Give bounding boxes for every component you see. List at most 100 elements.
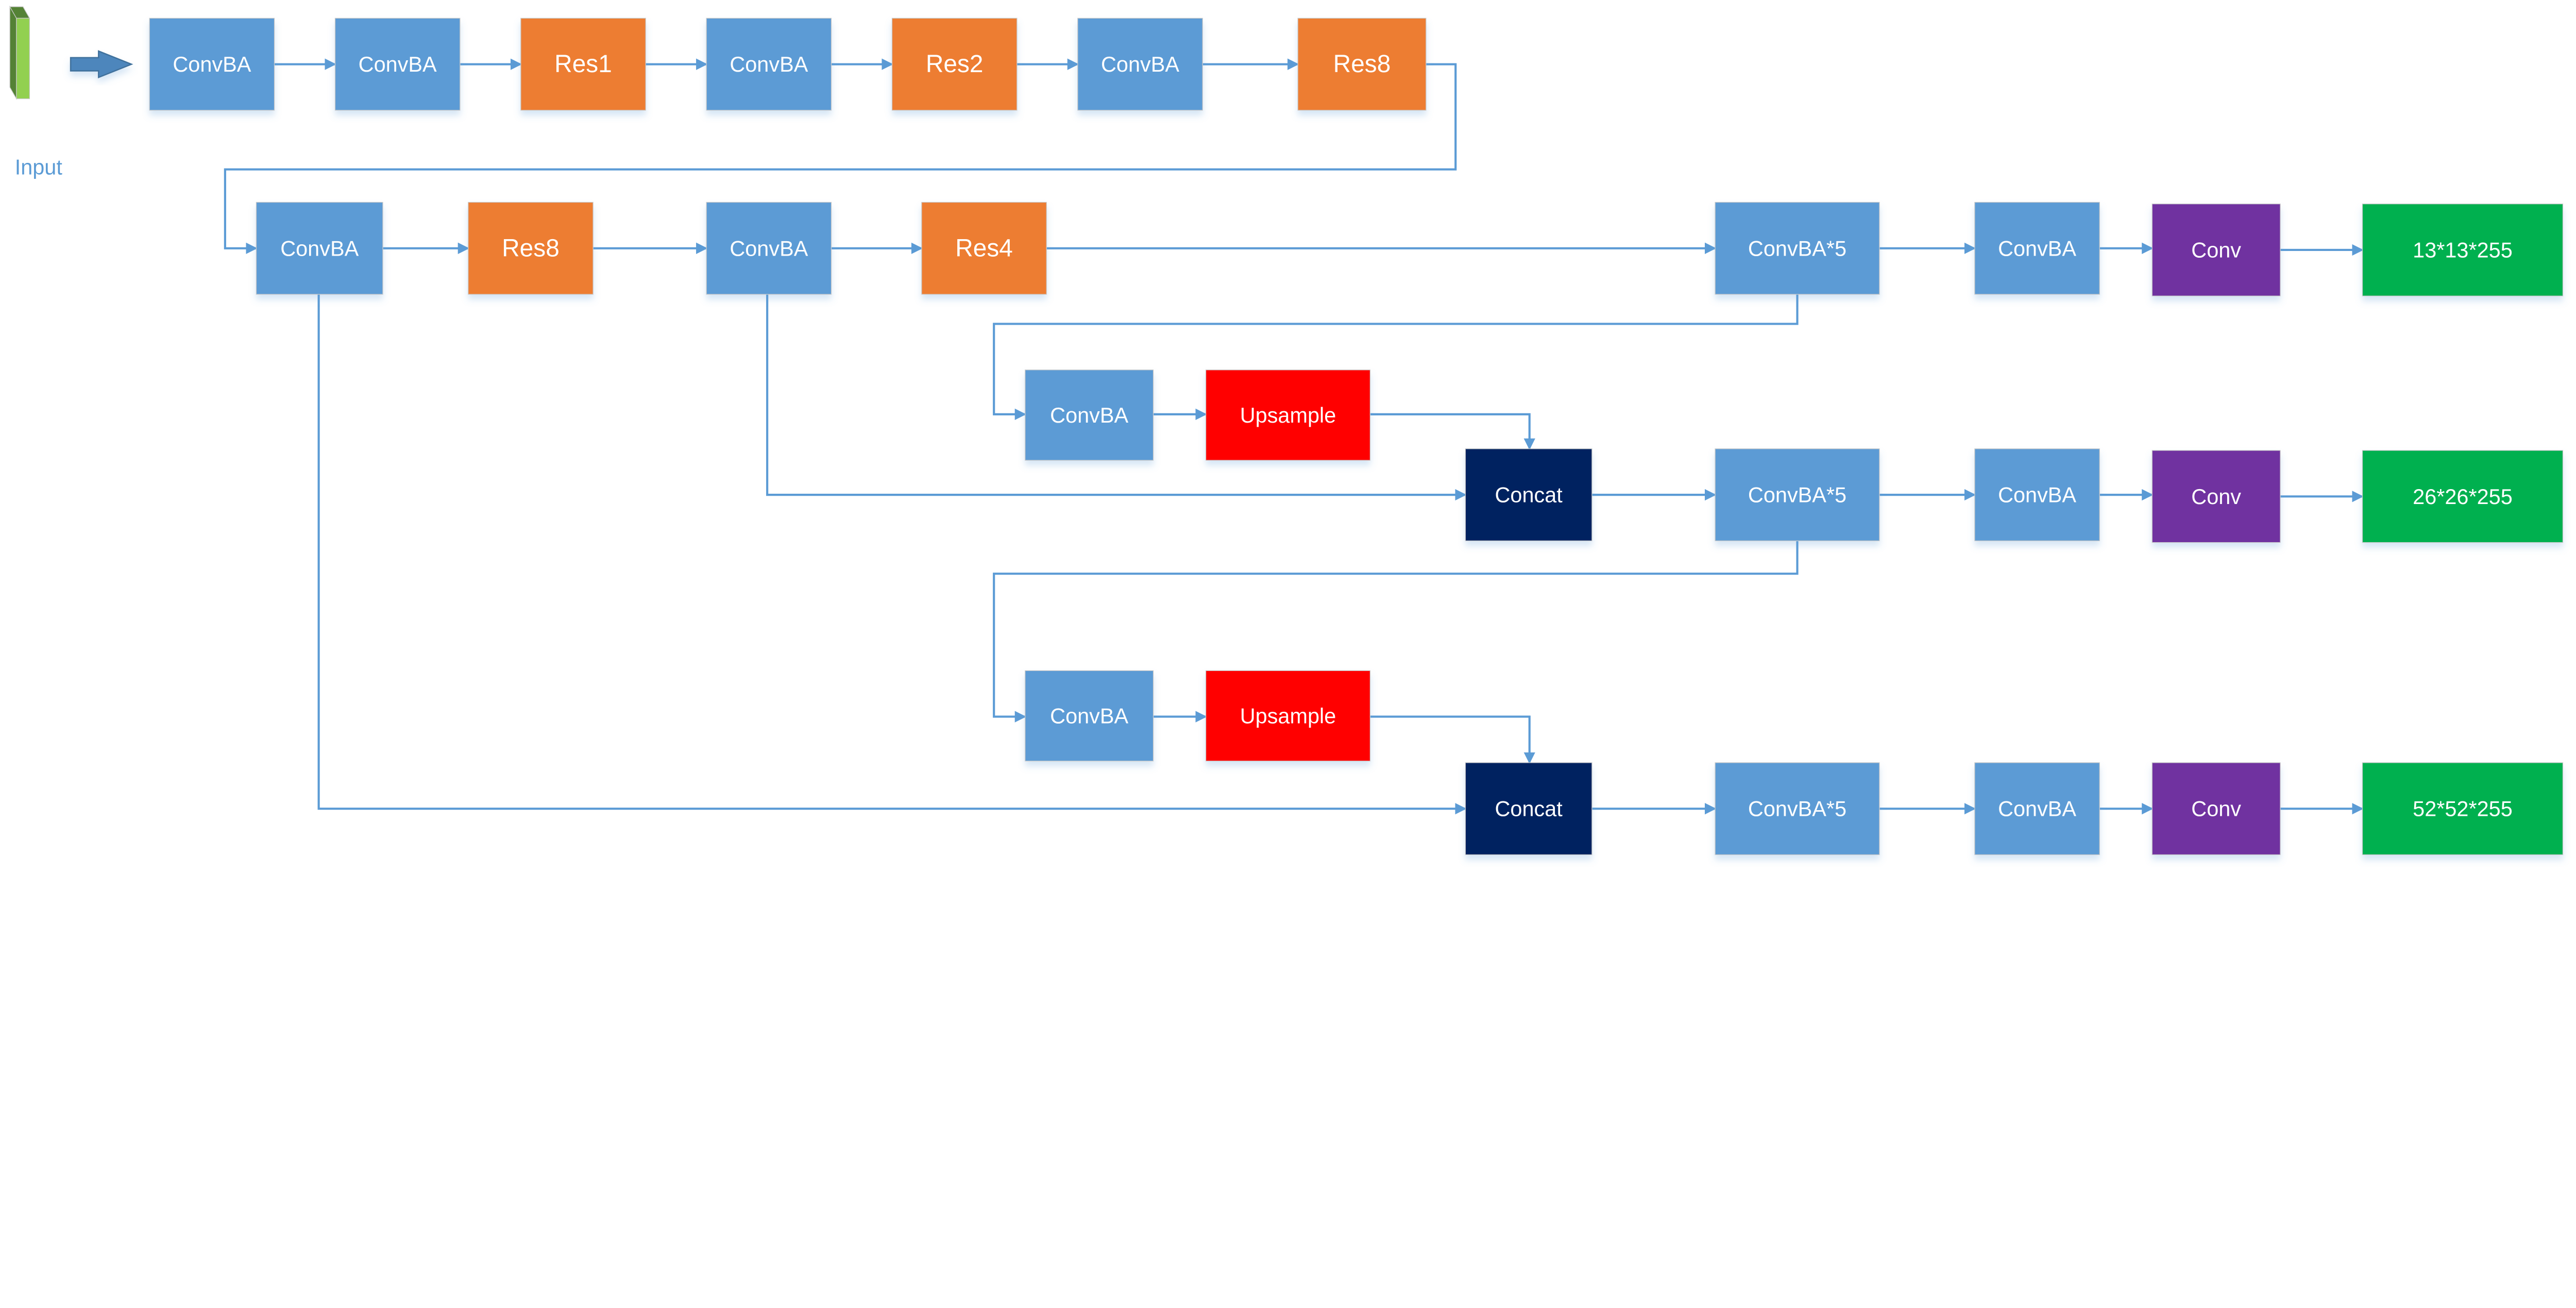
node-box xyxy=(1465,448,1592,542)
node-box xyxy=(1715,202,1880,295)
node-box xyxy=(468,202,594,295)
connector-arrow xyxy=(993,294,1799,421)
node-label: ConvBA xyxy=(1050,704,1128,728)
node-convba: ConvBA xyxy=(1025,670,1154,762)
node-label: Res8 xyxy=(502,234,560,262)
connector-arrow xyxy=(766,294,1467,501)
node-upsample: Upsample xyxy=(1205,670,1371,762)
node-box xyxy=(891,18,1018,111)
node-label: Conv xyxy=(2191,238,2241,262)
node-label: 13*13*255 xyxy=(2413,238,2513,262)
connector-arrow xyxy=(1370,413,1535,450)
node-box xyxy=(1715,448,1880,542)
connector-arrow xyxy=(1370,715,1535,764)
node-convba-5: ConvBA*5 xyxy=(1715,448,1880,542)
node-label: ConvBA xyxy=(1998,797,2076,821)
node-convba: ConvBA xyxy=(1974,762,2100,856)
node-box xyxy=(1715,762,1880,856)
connector-arrow xyxy=(317,294,1467,815)
node-box xyxy=(2362,204,2564,296)
node-box xyxy=(2151,762,2281,856)
node-box xyxy=(921,202,1047,295)
node-convba-5: ConvBA*5 xyxy=(1715,762,1880,856)
node-box xyxy=(1025,370,1154,461)
node-label: 52*52*255 xyxy=(2413,797,2513,821)
node-label: 26*26*255 xyxy=(2413,484,2513,509)
node-convba: ConvBA xyxy=(334,18,461,111)
node-res1: Res1 xyxy=(520,18,646,111)
connectors xyxy=(224,58,2364,815)
node-label: Res1 xyxy=(554,51,612,78)
node-box xyxy=(1974,762,2100,856)
node-convba: ConvBA xyxy=(706,18,832,111)
node-label: Res8 xyxy=(1333,51,1391,78)
node-box xyxy=(706,18,832,111)
node-box xyxy=(2151,450,2281,543)
node-label: Conv xyxy=(2191,484,2241,509)
node-box xyxy=(2362,762,2564,856)
node-label: ConvBA xyxy=(280,236,359,260)
input-tensor-icon xyxy=(9,5,30,100)
node-box xyxy=(1077,18,1203,111)
node-label: ConvBA xyxy=(1998,236,2076,260)
node-convba: ConvBA xyxy=(1025,370,1154,461)
node-convba: ConvBA xyxy=(1974,202,2100,295)
node-label: ConvBA*5 xyxy=(1748,483,1846,507)
node-conv: Conv xyxy=(2151,762,2281,856)
node-conv: Conv xyxy=(2151,450,2281,543)
node-box xyxy=(1297,18,1427,111)
node-label: ConvBA xyxy=(730,52,808,76)
connector-arrow xyxy=(993,541,1799,723)
node-label: Upsample xyxy=(1240,704,1336,728)
node-res2: Res2 xyxy=(891,18,1018,111)
node-convba-5: ConvBA*5 xyxy=(1715,202,1880,295)
node-box xyxy=(2362,450,2564,543)
node-concat: Concat xyxy=(1465,448,1592,542)
node-box xyxy=(1205,370,1371,461)
node-box xyxy=(520,18,646,111)
node-box xyxy=(1465,762,1592,856)
node-res8: Res8 xyxy=(468,202,594,295)
input-label: Input xyxy=(15,155,63,179)
node-label: ConvBA xyxy=(1998,483,2076,507)
node-box xyxy=(1205,670,1371,762)
node-label: ConvBA xyxy=(359,52,437,76)
node-label: Conv xyxy=(2191,797,2241,821)
node-label: Concat xyxy=(1495,483,1563,507)
node-label: ConvBA xyxy=(730,236,808,260)
node-label: Res4 xyxy=(955,234,1013,262)
node-box xyxy=(706,202,832,295)
node-box xyxy=(1974,202,2100,295)
node-res8: Res8 xyxy=(1297,18,1427,111)
node-label: Concat xyxy=(1495,797,1563,821)
node-label: Res2 xyxy=(926,51,984,78)
node-box xyxy=(256,202,383,295)
node-res4: Res4 xyxy=(921,202,1047,295)
node-label: ConvBA*5 xyxy=(1748,236,1846,260)
node-box xyxy=(334,18,461,111)
node-box xyxy=(1974,448,2100,542)
node-label: ConvBA xyxy=(1101,52,1179,76)
node-box xyxy=(2151,204,2281,296)
node-52-52-255: 52*52*255 xyxy=(2362,762,2564,856)
node-convba: ConvBA xyxy=(256,202,383,295)
node-label: Upsample xyxy=(1240,403,1336,427)
node-convba: ConvBA xyxy=(1077,18,1203,111)
connector-arrow xyxy=(224,63,1457,254)
node-box xyxy=(1025,670,1154,762)
node-upsample: Upsample xyxy=(1205,370,1371,461)
node-box xyxy=(149,18,275,111)
node-13-13-255: 13*13*255 xyxy=(2362,204,2564,296)
node-conv: Conv xyxy=(2151,204,2281,296)
input-block-arrow-icon xyxy=(70,50,133,79)
node-convba: ConvBA xyxy=(149,18,275,111)
node-convba: ConvBA xyxy=(1974,448,2100,542)
node-concat: Concat xyxy=(1465,762,1592,856)
node-label: ConvBA xyxy=(173,52,251,76)
node-26-26-255: 26*26*255 xyxy=(2362,450,2564,543)
node-convba: ConvBA xyxy=(706,202,832,295)
node-label: ConvBA*5 xyxy=(1748,797,1846,821)
node-label: ConvBA xyxy=(1050,403,1128,427)
